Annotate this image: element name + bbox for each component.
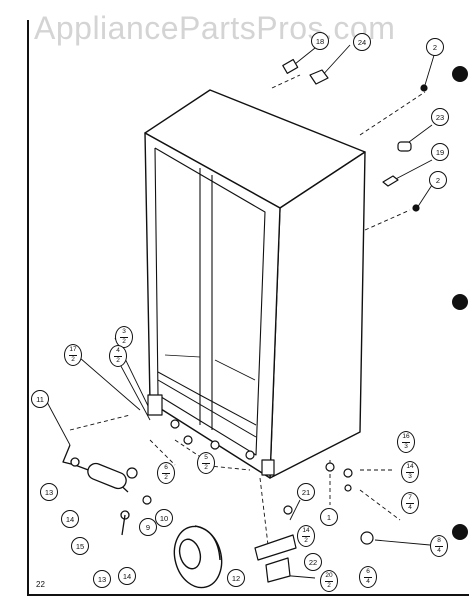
- leader-lines: [46, 44, 436, 579]
- drain-tube-assembly: [62, 444, 130, 536]
- drain-pan-part: [173, 525, 223, 589]
- callout-13-bottom: 13: [93, 570, 111, 588]
- callout-1: 1: [320, 508, 338, 526]
- callout-24: 24: [353, 33, 371, 51]
- hardware-parts: [126, 58, 428, 545]
- callout-21: 21: [297, 483, 315, 501]
- callout-9: 9: [139, 518, 157, 536]
- cabinet-shell: [144, 89, 366, 479]
- registration-dot-middle: [452, 294, 468, 310]
- callout-12: 12: [227, 569, 245, 587]
- watermark: AppliancePartsPros.com: [34, 10, 396, 46]
- registration-dot-bottom: [452, 524, 468, 540]
- bracket-parts: [254, 534, 297, 583]
- callout-11: 11: [31, 390, 49, 408]
- diagram-frame: [27, 20, 469, 596]
- callout-22: 22: [304, 553, 322, 571]
- callout-2-bottom: 2: [429, 171, 447, 189]
- registration-dot-top: [452, 66, 468, 82]
- page-number: 22: [36, 580, 45, 589]
- callout-14-left: 14: [61, 510, 79, 528]
- callout-23: 23: [431, 108, 449, 126]
- callout-13-left: 13: [40, 483, 58, 501]
- callout-19: 19: [431, 143, 449, 161]
- callout-14-bottom: 14: [118, 567, 136, 585]
- callout-18: 18: [311, 32, 329, 50]
- callout-2-top: 2: [426, 38, 444, 56]
- callout-10: 10: [155, 509, 173, 527]
- callout-15: 15: [71, 537, 89, 555]
